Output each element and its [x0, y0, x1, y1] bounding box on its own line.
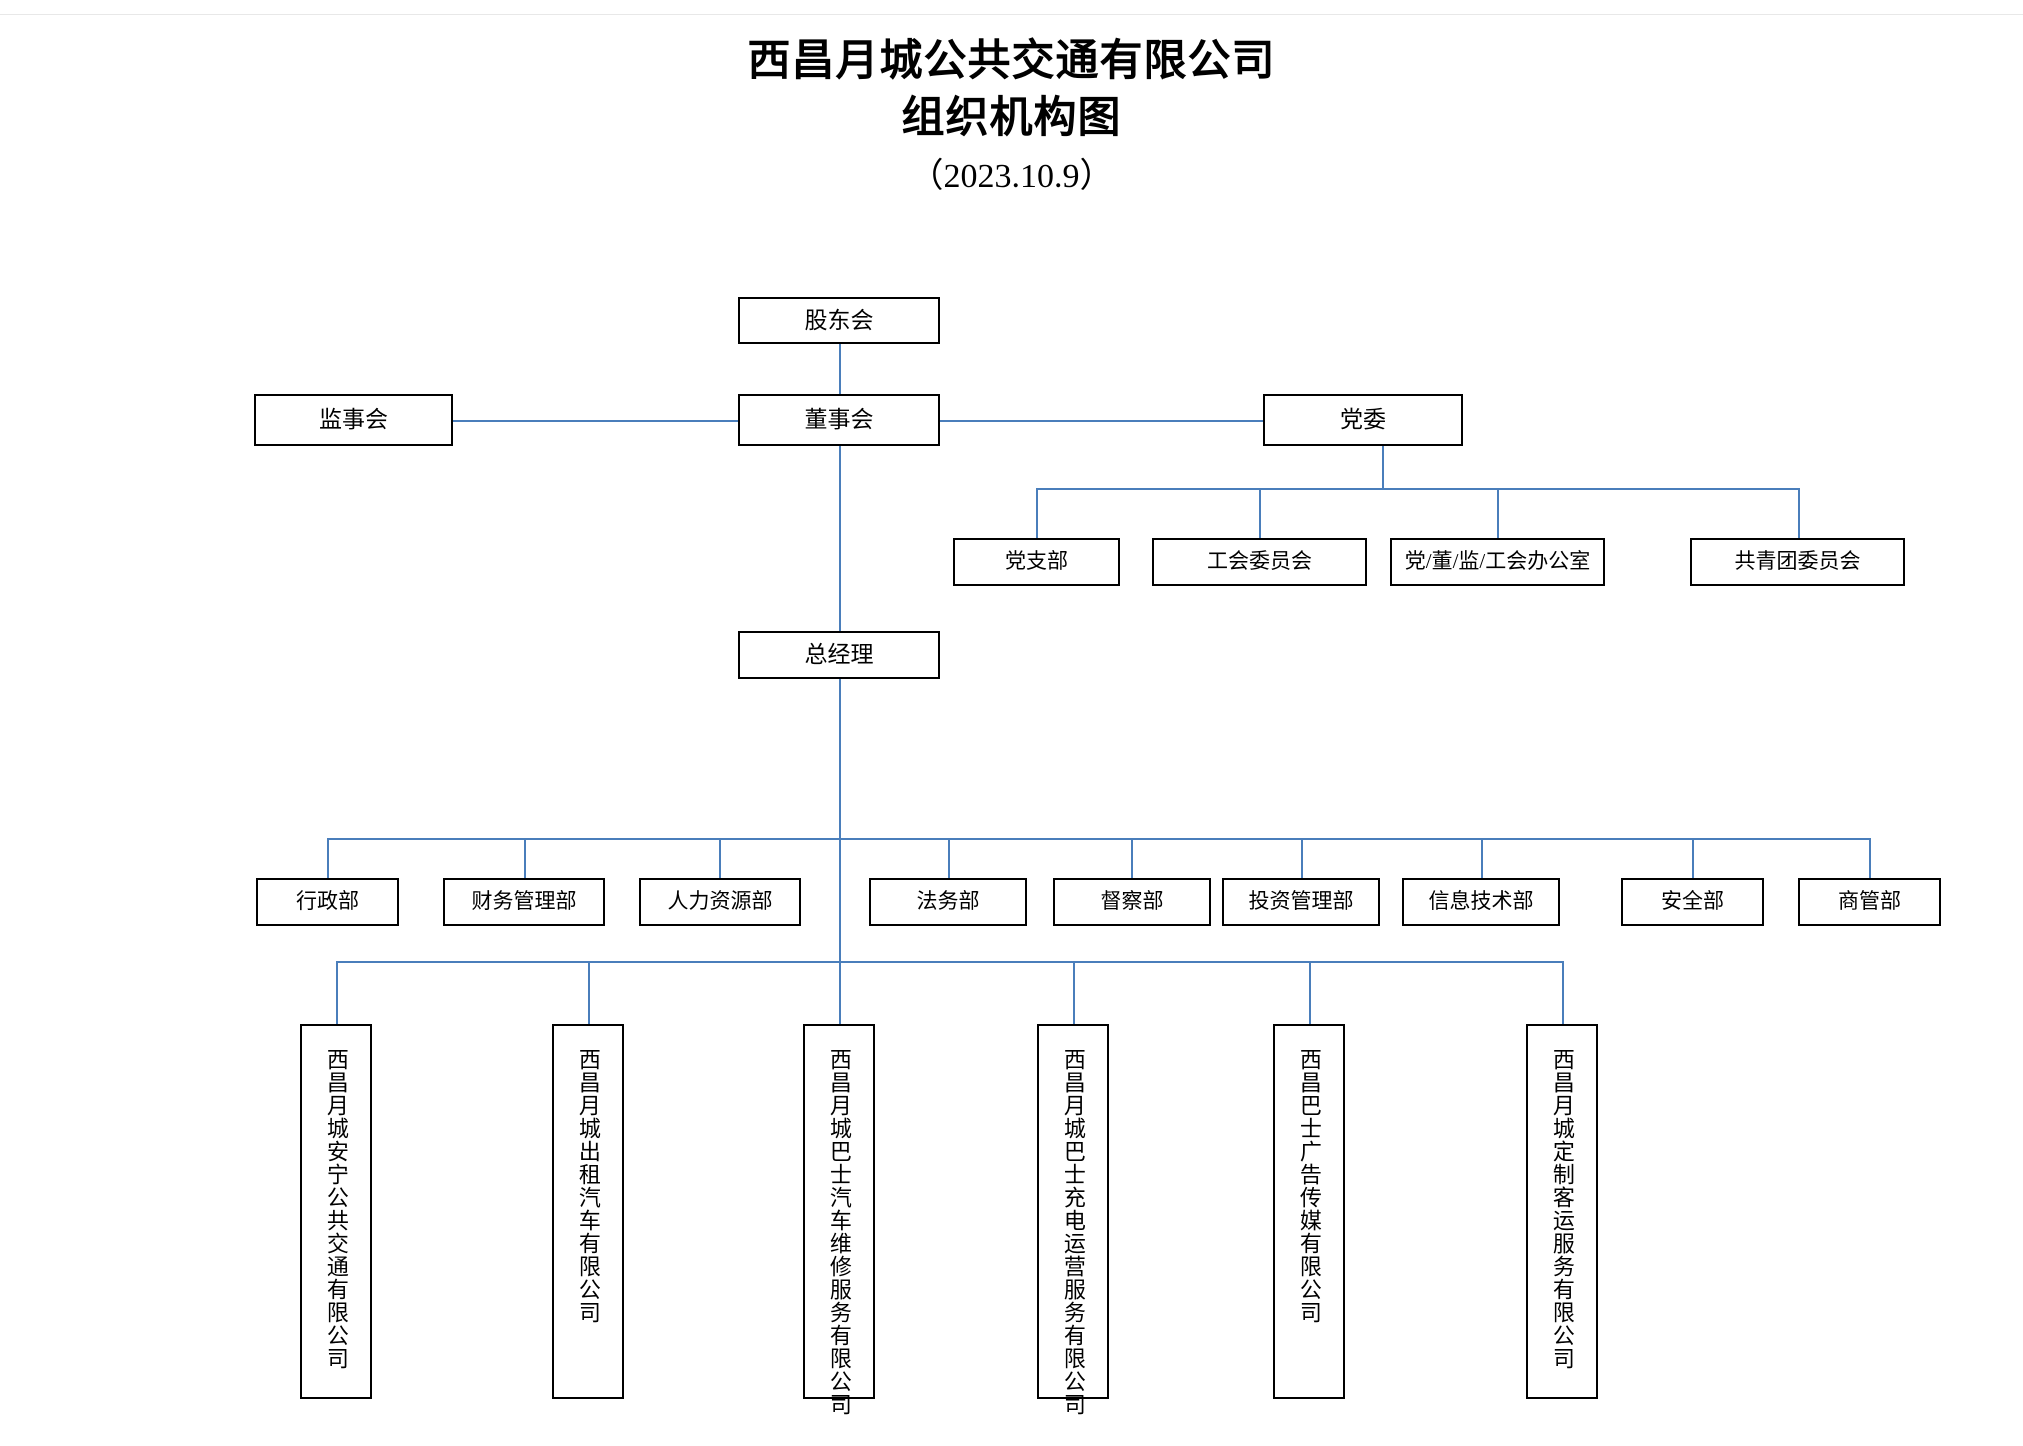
- edge-sub-drop-3: [839, 961, 841, 1024]
- node-subsidiary-charging-operation[interactable]: 西昌月城巴士充电运营服务有限公司: [1037, 1024, 1109, 1416]
- node-department-administration[interactable]: 行政部: [256, 878, 399, 926]
- edge-dept-drop-3: [719, 838, 721, 878]
- node-subsidiary-charging-operation-label: 西昌月城巴士充电运营服务有限公司: [1060, 1048, 1086, 1416]
- edge-party-stem: [1382, 442, 1384, 488]
- chart-date: （2023.10.9）: [909, 157, 1114, 195]
- node-supervisors[interactable]: 监事会: [254, 394, 453, 446]
- edge-dept-drop-4: [948, 838, 950, 878]
- node-subsidiary-vehicle-maintenance[interactable]: 西昌月城巴士汽车维修服务有限公司: [803, 1024, 875, 1416]
- node-department-inspection-label: 督察部: [1100, 889, 1164, 914]
- edge-party-drop-2: [1259, 488, 1261, 538]
- node-subsidiary-anning-public-transport-label: 西昌月城安宁公共交通有限公司: [323, 1048, 349, 1370]
- node-joint-office-label: 党/董/监/工会办公室: [1404, 549, 1591, 574]
- edge-sub-drop-1: [336, 961, 338, 1024]
- node-supervisors-label: 监事会: [319, 407, 388, 433]
- node-party-branch[interactable]: 党支部: [953, 538, 1120, 586]
- edge-party-children-bus: [1036, 488, 1799, 490]
- edge-dept-drop-1: [327, 838, 329, 878]
- node-department-human-resources-label: 人力资源部: [667, 889, 773, 914]
- node-subsidiary-customized-passenger-transport[interactable]: 西昌月城定制客运服务有限公司: [1526, 1024, 1598, 1399]
- node-joint-office[interactable]: 党/董/监/工会办公室: [1390, 538, 1605, 586]
- node-party-committee[interactable]: 党委: [1263, 394, 1463, 446]
- node-department-investment-label: 投资管理部: [1248, 889, 1354, 914]
- node-general-manager-label: 总经理: [804, 642, 874, 668]
- node-department-safety-label: 安全部: [1661, 889, 1724, 914]
- edge-gm-to-subsidiary-trunk: [839, 838, 841, 961]
- edge-party-drop-4: [1798, 488, 1800, 538]
- edge-party-drop-3: [1497, 488, 1499, 538]
- edge-dept-drop-8: [1692, 838, 1694, 878]
- node-union-committee-label: 工会委员会: [1207, 549, 1312, 574]
- node-department-investment[interactable]: 投资管理部: [1222, 878, 1380, 926]
- node-subsidiary-vehicle-maintenance-label: 西昌月城巴士汽车维修服务有限公司: [826, 1048, 852, 1416]
- node-department-information-technology[interactable]: 信息技术部: [1402, 878, 1560, 926]
- edge-dept-drop-5: [1131, 838, 1133, 878]
- edge-sub-drop-5: [1309, 961, 1311, 1024]
- edge-dept-drop-2: [524, 838, 526, 878]
- node-department-human-resources[interactable]: 人力资源部: [639, 878, 801, 926]
- edge-dept-drop-9: [1869, 838, 1871, 878]
- node-shareholders-label: 股东会: [804, 307, 874, 333]
- edge-subsidiaries-bus: [336, 961, 1562, 963]
- node-department-information-technology-label: 信息技术部: [1428, 889, 1534, 914]
- node-subsidiary-customized-passenger-transport-label: 西昌月城定制客运服务有限公司: [1549, 1048, 1575, 1370]
- edge-sub-drop-2: [588, 961, 590, 1024]
- node-department-finance[interactable]: 财务管理部: [443, 878, 605, 926]
- node-board-label: 董事会: [804, 407, 874, 433]
- node-general-manager[interactable]: 总经理: [738, 631, 940, 679]
- node-party-branch-label: 党支部: [1005, 549, 1068, 574]
- edge-party-drop-1: [1036, 488, 1038, 538]
- node-subsidiary-anning-public-transport[interactable]: 西昌月城安宁公共交通有限公司: [300, 1024, 372, 1399]
- node-shareholders[interactable]: 股东会: [738, 297, 940, 344]
- node-department-administration-label: 行政部: [296, 889, 359, 914]
- node-subsidiary-taxi-label: 西昌月城出租汽车有限公司: [575, 1048, 601, 1324]
- node-union-committee[interactable]: 工会委员会: [1152, 538, 1367, 586]
- node-youth-league-committee-label: 共青团委员会: [1734, 549, 1861, 574]
- edge-dept-drop-7: [1481, 838, 1483, 878]
- page-top-divider: [0, 14, 2023, 15]
- node-department-finance-label: 财务管理部: [471, 889, 577, 914]
- chart-title-block: 西昌月城公共交通有限公司 组织机构图 （2023.10.9）: [0, 34, 2023, 197]
- node-department-legal-label: 法务部: [916, 889, 980, 914]
- node-youth-league-committee[interactable]: 共青团委员会: [1690, 538, 1905, 586]
- node-department-commercial-management[interactable]: 商管部: [1798, 878, 1941, 926]
- node-department-commercial-management-label: 商管部: [1838, 889, 1901, 914]
- edge-sub-drop-4: [1073, 961, 1075, 1024]
- node-department-legal[interactable]: 法务部: [869, 878, 1027, 926]
- node-subsidiary-taxi[interactable]: 西昌月城出租汽车有限公司: [552, 1024, 624, 1399]
- edge-shareholders-board: [839, 334, 841, 402]
- node-department-safety[interactable]: 安全部: [1621, 878, 1764, 926]
- page-title-line-2: 组织机构图: [901, 94, 1122, 142]
- edge-dept-drop-6: [1301, 838, 1303, 878]
- node-subsidiary-advertising-media[interactable]: 西昌巴士广告传媒有限公司: [1273, 1024, 1345, 1399]
- node-subsidiary-advertising-media-label: 西昌巴士广告传媒有限公司: [1296, 1048, 1322, 1324]
- edge-departments-bus: [327, 838, 1871, 840]
- node-party-committee-label: 党委: [1340, 407, 1386, 433]
- node-department-inspection[interactable]: 督察部: [1053, 878, 1211, 926]
- edge-board-horizontal-spine: [453, 420, 1463, 422]
- node-board[interactable]: 董事会: [738, 394, 940, 446]
- page-title-line-1: 西昌月城公共交通有限公司: [747, 38, 1276, 85]
- edge-sub-drop-6: [1562, 961, 1564, 1024]
